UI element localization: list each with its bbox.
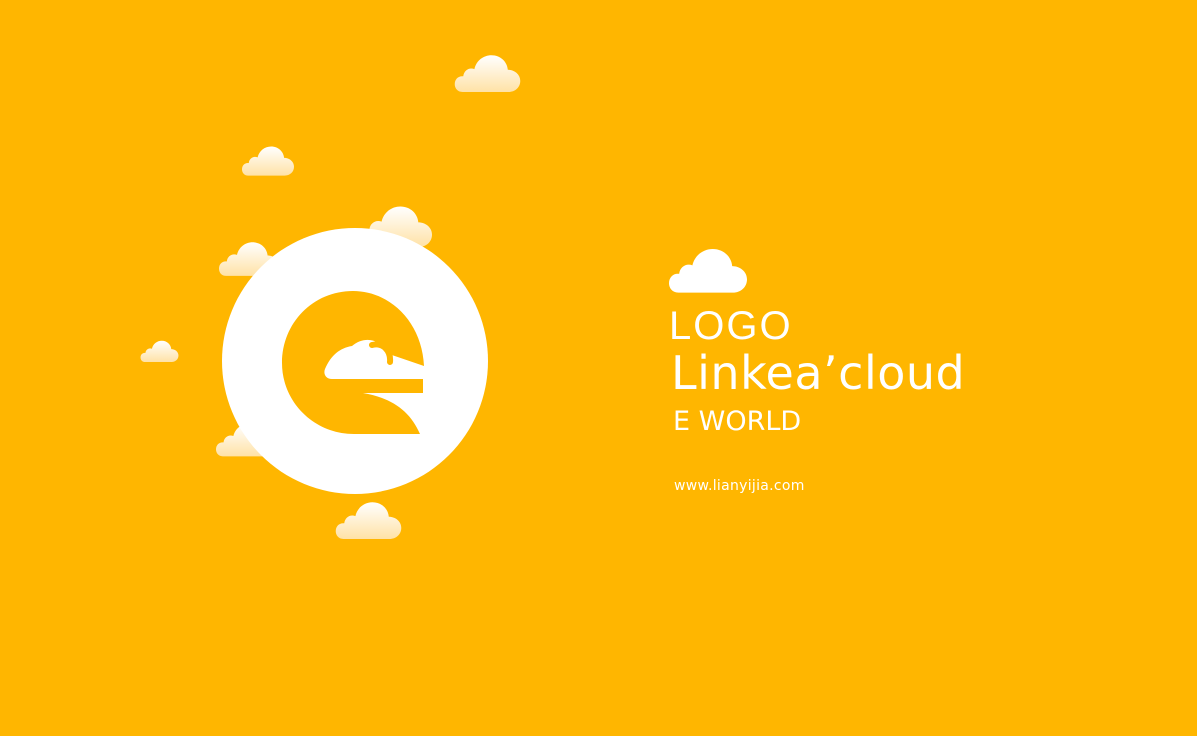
brand-tagline: E WORLD xyxy=(673,406,802,437)
brand-website: www.lianyijia.com xyxy=(674,478,805,494)
emblem-letter-e xyxy=(282,291,424,434)
emblem-cloud-curl xyxy=(369,341,394,365)
emblem-inner-cloud xyxy=(327,342,386,377)
logo-word: LOGO xyxy=(669,304,793,348)
cloud-letter-e-icon xyxy=(222,228,488,494)
brand-name: Linkea’cloud xyxy=(671,346,966,400)
